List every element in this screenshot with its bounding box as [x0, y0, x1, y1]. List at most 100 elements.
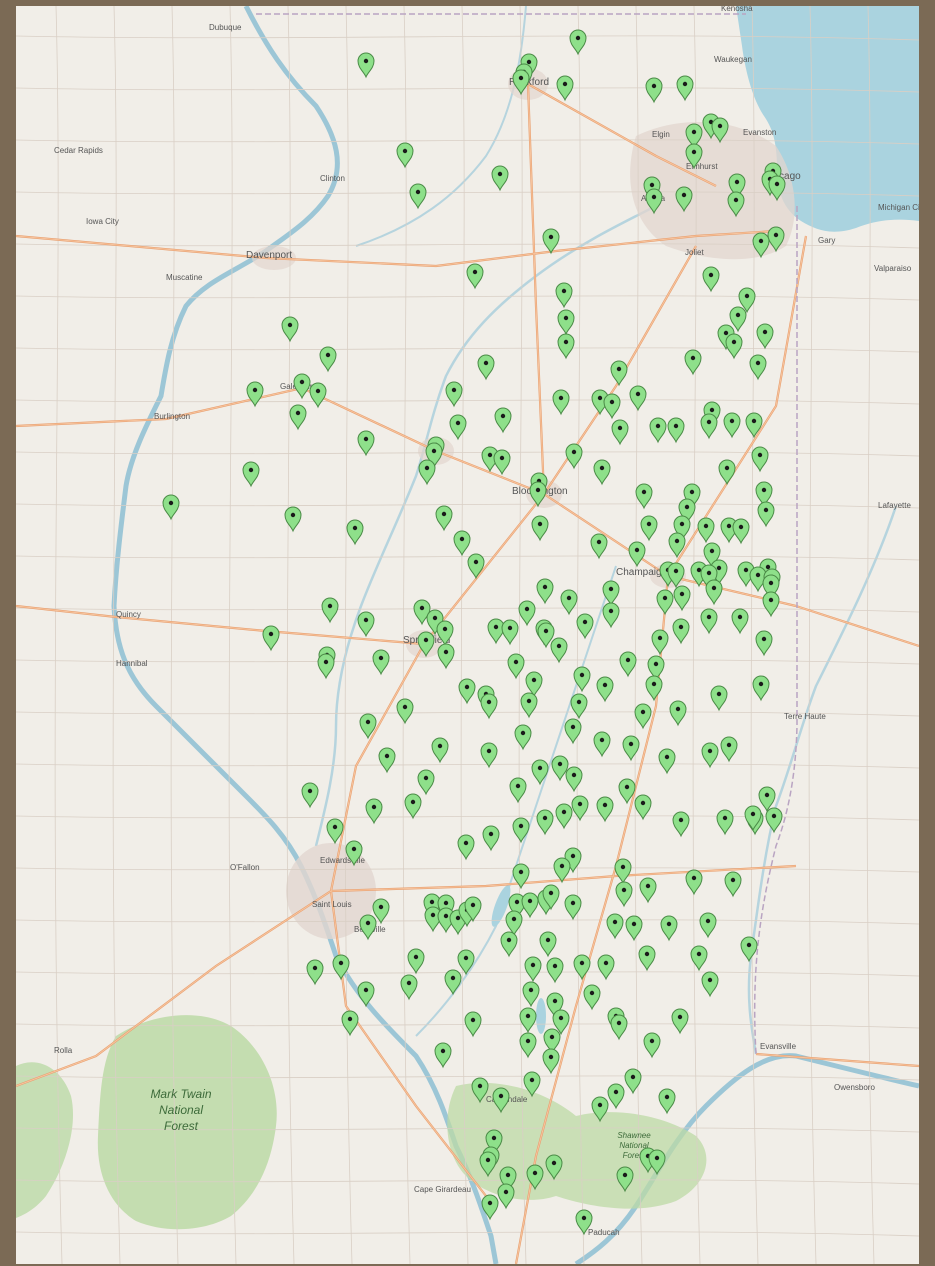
map-marker[interactable]	[697, 517, 715, 544]
map-marker[interactable]	[645, 77, 663, 104]
map-marker[interactable]	[531, 515, 549, 542]
map-marker[interactable]	[539, 931, 557, 958]
map-marker[interactable]	[545, 1154, 563, 1181]
map-marker[interactable]	[624, 1068, 642, 1095]
map-marker[interactable]	[457, 834, 475, 861]
map-marker[interactable]	[505, 910, 523, 937]
map-marker[interactable]	[711, 117, 729, 144]
map-marker[interactable]	[321, 597, 339, 624]
map-marker[interactable]	[542, 1048, 560, 1075]
map-marker[interactable]	[685, 869, 703, 896]
map-marker[interactable]	[445, 381, 463, 408]
map-marker[interactable]	[701, 742, 719, 769]
map-marker[interactable]	[718, 459, 736, 486]
map-marker[interactable]	[725, 333, 743, 360]
map-marker[interactable]	[648, 1149, 666, 1176]
map-marker[interactable]	[306, 959, 324, 986]
map-marker[interactable]	[647, 655, 665, 682]
map-marker[interactable]	[424, 906, 442, 933]
map-marker[interactable]	[435, 505, 453, 532]
map-marker[interactable]	[740, 936, 758, 963]
map-marker[interactable]	[508, 893, 526, 920]
map-marker[interactable]	[762, 591, 780, 618]
map-marker[interactable]	[673, 515, 691, 542]
map-marker[interactable]	[357, 52, 375, 79]
map-marker[interactable]	[672, 811, 690, 838]
map-marker[interactable]	[643, 1032, 661, 1059]
map-marker[interactable]	[619, 651, 637, 678]
map-marker[interactable]	[346, 519, 364, 546]
map-marker[interactable]	[610, 1014, 628, 1041]
map-marker[interactable]	[518, 600, 536, 627]
map-marker[interactable]	[757, 501, 775, 528]
map-marker[interactable]	[699, 912, 717, 939]
map-marker[interactable]	[651, 629, 669, 656]
map-marker[interactable]	[524, 956, 542, 983]
map-marker[interactable]	[593, 731, 611, 758]
map-marker[interactable]	[396, 698, 414, 725]
map-marker[interactable]	[512, 817, 530, 844]
map-marker[interactable]	[481, 1194, 499, 1221]
map-marker[interactable]	[309, 382, 327, 409]
map-marker[interactable]	[471, 1077, 489, 1104]
map-marker[interactable]	[242, 461, 260, 488]
map-marker[interactable]	[467, 553, 485, 580]
map-marker[interactable]	[596, 796, 614, 823]
map-marker[interactable]	[289, 404, 307, 431]
map-marker[interactable]	[639, 877, 657, 904]
map-marker[interactable]	[634, 703, 652, 730]
map-marker[interactable]	[378, 747, 396, 774]
map-marker[interactable]	[537, 622, 555, 649]
map-marker[interactable]	[573, 666, 591, 693]
map-marker[interactable]	[553, 857, 571, 884]
map-marker[interactable]	[434, 1042, 452, 1069]
map-marker[interactable]	[768, 175, 786, 202]
map-marker[interactable]	[667, 562, 685, 589]
map-marker[interactable]	[658, 1088, 676, 1115]
map-marker[interactable]	[357, 430, 375, 457]
map-marker[interactable]	[444, 969, 462, 996]
map-marker[interactable]	[564, 894, 582, 921]
map-marker[interactable]	[672, 618, 690, 645]
map-marker[interactable]	[512, 69, 530, 96]
map-marker[interactable]	[596, 676, 614, 703]
map-marker[interactable]	[485, 1129, 503, 1156]
map-marker[interactable]	[162, 494, 180, 521]
map-marker[interactable]	[522, 981, 540, 1008]
map-marker[interactable]	[519, 1032, 537, 1059]
map-marker[interactable]	[521, 892, 539, 919]
map-marker[interactable]	[493, 449, 511, 476]
map-marker[interactable]	[701, 971, 719, 998]
map-marker[interactable]	[611, 419, 629, 446]
map-marker[interactable]	[301, 782, 319, 809]
map-marker[interactable]	[453, 530, 471, 557]
map-marker[interactable]	[319, 346, 337, 373]
map-marker[interactable]	[767, 226, 785, 253]
map-marker[interactable]	[482, 825, 500, 852]
map-marker[interactable]	[571, 795, 589, 822]
map-marker[interactable]	[464, 1011, 482, 1038]
map-marker[interactable]	[525, 671, 543, 698]
map-marker[interactable]	[591, 1096, 609, 1123]
map-marker[interactable]	[583, 984, 601, 1011]
map-marker[interactable]	[531, 759, 549, 786]
map-marker[interactable]	[668, 532, 686, 559]
map-marker[interactable]	[543, 1028, 561, 1055]
map-marker[interactable]	[552, 389, 570, 416]
map-marker[interactable]	[359, 713, 377, 740]
map-marker[interactable]	[509, 777, 527, 804]
map-marker[interactable]	[529, 481, 547, 508]
map-marker[interactable]	[372, 649, 390, 676]
map-marker[interactable]	[700, 413, 718, 440]
map-marker[interactable]	[501, 619, 519, 646]
map-marker[interactable]	[345, 840, 363, 867]
map-marker[interactable]	[610, 360, 628, 387]
map-marker[interactable]	[372, 898, 390, 925]
map-marker[interactable]	[407, 948, 425, 975]
map-marker[interactable]	[552, 1009, 570, 1036]
map-marker[interactable]	[487, 618, 505, 645]
map-marker[interactable]	[497, 1183, 515, 1210]
map-marker[interactable]	[649, 417, 667, 444]
map-marker[interactable]	[669, 700, 687, 727]
map-marker[interactable]	[702, 266, 720, 293]
